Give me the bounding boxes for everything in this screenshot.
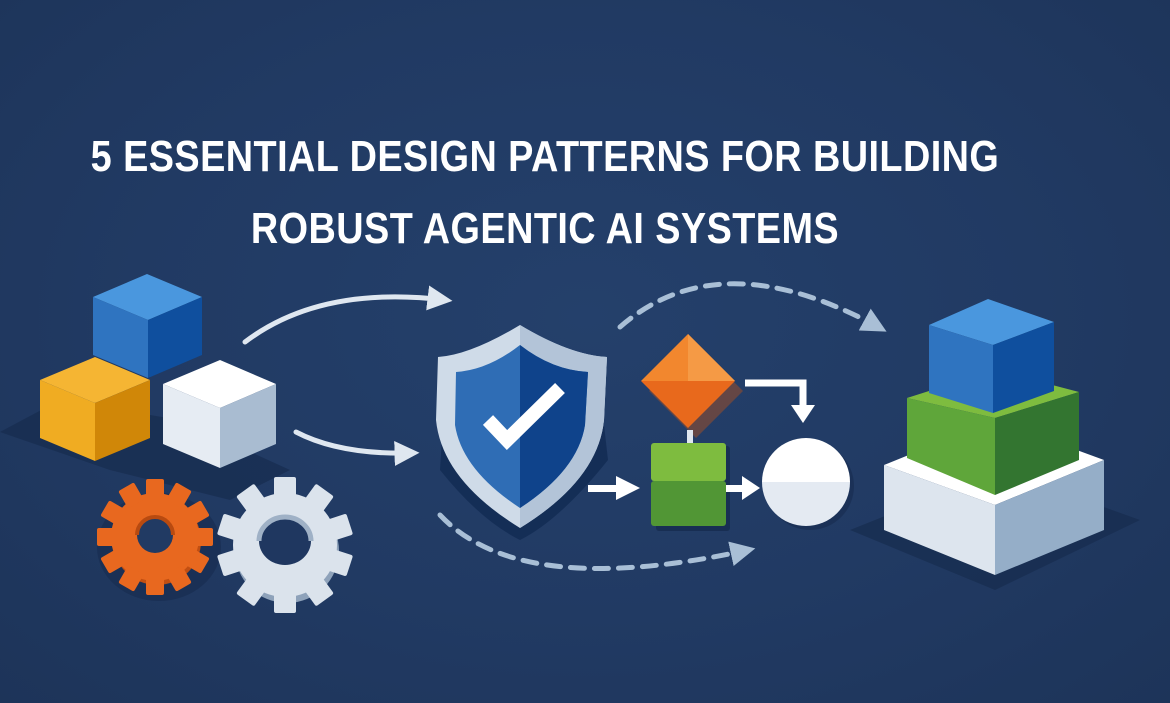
dashed-arrow-top	[617, 281, 887, 332]
decision-diamond-icon	[641, 334, 743, 438]
arrow-shield-to-square	[588, 476, 640, 500]
shield-check-icon	[436, 325, 608, 540]
title-line-2: Robust Agentic AI Systems	[250, 204, 840, 254]
curved-arrow-top	[242, 285, 453, 345]
dashed-arrow-bottom	[437, 512, 756, 572]
yellow-cube-icon	[40, 357, 150, 461]
curved-arrow-bottom	[293, 429, 420, 466]
flow-arrows-center	[588, 379, 815, 500]
title-line-1: 5 Essential Design Patterns for Building	[90, 132, 1000, 182]
white-cube-icon	[163, 360, 276, 468]
gray-gear-icon	[217, 477, 353, 613]
left-blocks-group	[0, 274, 353, 613]
page-title: 5 Essential Design Patterns for Building…	[76, 121, 1013, 265]
arrow-square-to-circle	[726, 476, 760, 500]
flow-arrows-left	[242, 285, 453, 466]
arrow-diamond-to-circle	[745, 379, 815, 423]
blue-top-cube	[929, 299, 1054, 413]
end-circle-icon	[762, 438, 854, 530]
dashed-arrows	[437, 281, 887, 572]
orange-gear-icon	[97, 479, 221, 601]
process-square-icon	[651, 443, 730, 531]
layered-stack-icon	[850, 299, 1140, 590]
blue-cube-icon	[93, 274, 202, 378]
